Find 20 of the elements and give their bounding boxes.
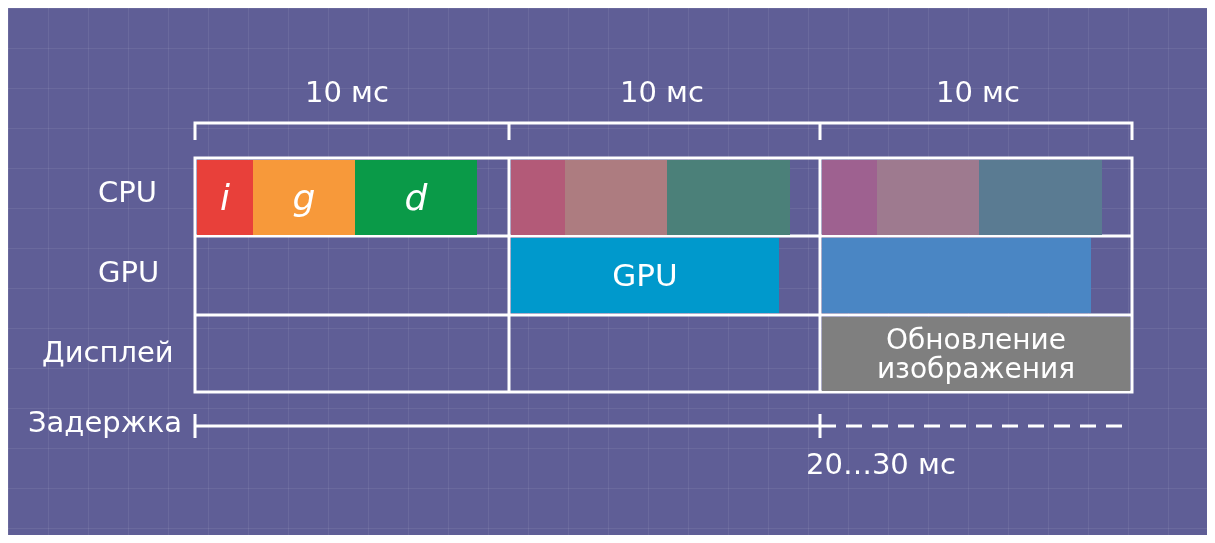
task-bar: d [355, 160, 477, 235]
duration-label: 10 мс [305, 78, 389, 107]
duration-label: 10 мс [620, 78, 704, 107]
row-label: CPU [98, 178, 157, 207]
row-label: Дисплей [42, 338, 174, 367]
row-label: Задержка [28, 408, 183, 437]
row-label: GPU [98, 258, 160, 287]
time-bar [979, 160, 1102, 235]
time-bar [565, 160, 667, 235]
time-bar [667, 160, 790, 235]
time-bar [511, 160, 565, 235]
task-bar: i [197, 160, 253, 235]
time-bar [822, 160, 877, 235]
time-bar [877, 160, 979, 235]
task-bar: GPU [511, 238, 779, 313]
time-bar [822, 238, 1091, 313]
task-bar: g [253, 160, 355, 235]
task-bar: Обновление изображения [822, 317, 1130, 391]
duration-label: 10 мс [936, 78, 1020, 107]
delay-value: 20…30 мс [806, 450, 956, 479]
